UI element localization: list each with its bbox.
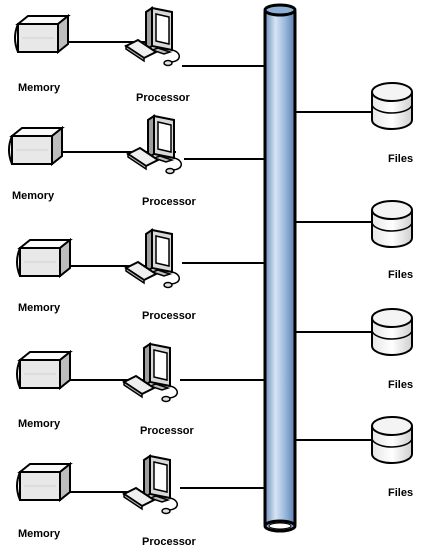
memory-box-icon — [8, 125, 65, 167]
processor-label: Processor — [142, 196, 196, 208]
memory-box-icon — [16, 237, 73, 279]
processor-label: Processor — [140, 425, 194, 437]
files-label: Files — [388, 487, 414, 499]
files-label: Files — [388, 379, 414, 391]
disk-storage-icon — [371, 82, 413, 130]
processor-label: Processor — [142, 310, 196, 322]
memory-label: Memory — [18, 82, 61, 94]
memory-box-icon — [16, 461, 73, 503]
memory-label: Memory — [18, 302, 61, 314]
memory-label: Memory — [12, 190, 55, 202]
connector-lines — [62, 41, 372, 493]
memory-label: Memory — [18, 528, 61, 540]
processor-label: Processor — [136, 92, 190, 104]
computer-workstation-icon — [124, 228, 180, 289]
computer-workstation-icon — [126, 114, 182, 175]
files-label: Files — [388, 269, 414, 281]
memory-label: Memory — [18, 418, 61, 430]
processor-label: Processor — [142, 536, 196, 548]
device-layer — [8, 6, 413, 515]
disk-storage-icon — [371, 308, 413, 356]
memory-box-icon — [16, 349, 73, 391]
computer-workstation-icon — [122, 454, 178, 515]
disk-storage-icon — [371, 416, 413, 464]
network-bus — [263, 3, 297, 533]
computer-workstation-icon — [124, 6, 180, 67]
memory-box-icon — [14, 13, 71, 55]
computer-workstation-icon — [122, 342, 178, 403]
disk-storage-icon — [371, 200, 413, 248]
files-label: Files — [388, 153, 414, 165]
